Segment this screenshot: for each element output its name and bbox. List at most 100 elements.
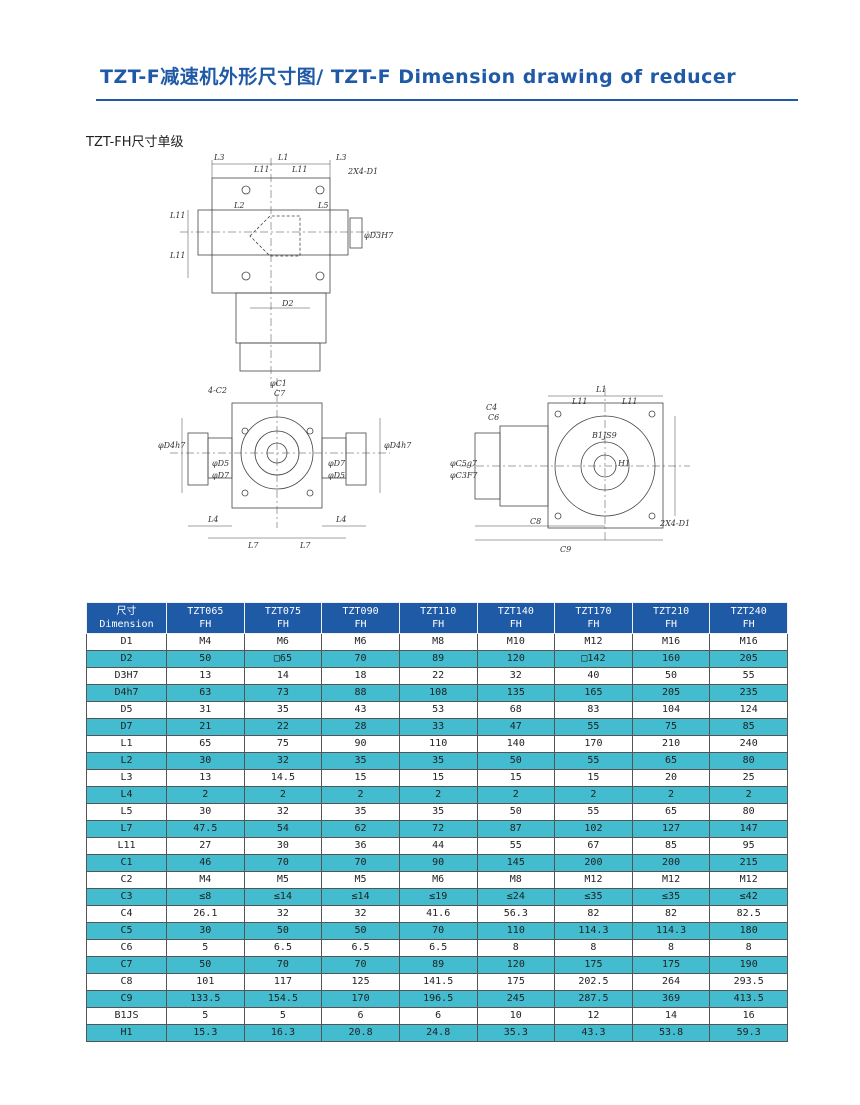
row-label-cell: L1 — [86, 735, 167, 753]
label-c6: C6 — [488, 413, 499, 422]
value-cell: 154.5 — [243, 990, 323, 1008]
page-title: TZT-F减速机外形尺寸图/ TZT-F Dimension drawing o… — [100, 66, 737, 88]
value-cell: 41.6 — [398, 905, 478, 923]
value-cell: M6 — [321, 633, 400, 651]
value-cell: 65 — [631, 752, 711, 770]
value-cell: 170 — [321, 990, 400, 1008]
value-cell: M6 — [398, 871, 478, 889]
value-cell: 70 — [321, 956, 400, 974]
value-cell: 85 — [631, 837, 711, 855]
value-cell: 50 — [166, 956, 245, 974]
value-cell: 160 — [631, 650, 711, 668]
value-cell: 55 — [554, 752, 633, 770]
value-cell: ≤8 — [166, 888, 245, 906]
value-cell: 55 — [476, 837, 556, 855]
row-label-cell: C7 — [86, 956, 167, 974]
row-label-cell: D1 — [86, 633, 167, 651]
value-cell: 62 — [321, 820, 400, 838]
value-cell: 26.1 — [166, 905, 245, 923]
value-cell: 102 — [554, 820, 633, 838]
value-cell: 210 — [631, 735, 711, 753]
value-cell: 35 — [398, 803, 478, 821]
value-cell: 35 — [321, 752, 400, 770]
value-cell: 13 — [166, 667, 245, 685]
value-cell: 65 — [166, 735, 245, 753]
value-cell: 110 — [398, 735, 478, 753]
value-cell: 20 — [631, 769, 711, 787]
row-label-cell: D5 — [86, 701, 167, 719]
value-cell: 50 — [321, 922, 400, 940]
value-cell: 89 — [398, 650, 478, 668]
row-label-cell: C2 — [86, 871, 167, 889]
value-cell: 196.5 — [398, 990, 478, 1008]
row-label-cell: D3H7 — [86, 667, 167, 685]
value-cell: ≤14 — [321, 888, 400, 906]
value-cell: M8 — [476, 871, 556, 889]
value-cell: 87 — [476, 820, 556, 838]
value-cell: 16 — [709, 1007, 788, 1025]
value-cell: 30 — [243, 837, 323, 855]
value-cell: 202.5 — [554, 973, 633, 991]
row-label-cell: L2 — [86, 752, 167, 770]
label-c2: 4-C2 — [207, 386, 227, 395]
value-cell: 117 — [243, 973, 323, 991]
label-c3: φC3F7 — [450, 471, 478, 480]
value-cell: 293.5 — [709, 973, 788, 991]
label-c1: φC1 — [270, 379, 287, 388]
label-d3: φD3H7 — [364, 231, 394, 240]
value-cell: 145 — [476, 854, 556, 872]
value-cell: 6.5 — [398, 939, 478, 957]
value-cell: □142 — [554, 650, 633, 668]
label-c8: C8 — [530, 517, 541, 526]
value-cell: 14.5 — [243, 769, 323, 787]
value-cell: 50 — [166, 650, 245, 668]
label-l4-right: L4 — [335, 515, 346, 524]
label-d7-left: φD7 — [212, 471, 230, 480]
row-label-cell: L11 — [86, 837, 167, 855]
label-d4-right: φD4h7 — [384, 441, 412, 450]
value-cell: M5 — [243, 871, 323, 889]
value-cell: 50 — [631, 667, 711, 685]
value-cell: 75 — [631, 718, 711, 736]
row-label-cell: H1 — [86, 1024, 167, 1042]
value-cell: 88 — [321, 684, 400, 702]
value-cell: M12 — [554, 871, 633, 889]
value-cell: ≤35 — [631, 888, 711, 906]
value-cell: 180 — [709, 922, 788, 940]
value-cell: 2 — [166, 786, 245, 804]
value-cell: 40 — [554, 667, 633, 685]
label-l3-right: L3 — [335, 153, 346, 162]
value-cell: 65 — [631, 803, 711, 821]
top-view-flange — [235, 292, 327, 344]
value-cell: 170 — [554, 735, 633, 753]
row-label-cell: C3 — [86, 888, 167, 906]
value-cell: 175 — [554, 956, 633, 974]
row-label-cell: C4 — [86, 905, 167, 923]
value-cell: ≤14 — [243, 888, 323, 906]
side-view-body — [547, 402, 664, 529]
value-cell: M12 — [554, 633, 633, 651]
label-b1: B1JS9 — [591, 431, 617, 440]
value-cell: 85 — [709, 718, 788, 736]
value-cell: 55 — [709, 667, 788, 685]
label-l11-side-view: L11 — [571, 397, 588, 406]
value-cell: 8 — [709, 939, 788, 957]
value-cell: 6.5 — [321, 939, 400, 957]
value-cell: 2 — [476, 786, 556, 804]
label-l11-side-view-right: L11 — [621, 397, 638, 406]
value-cell: 70 — [243, 854, 323, 872]
value-cell: 5 — [243, 1007, 323, 1025]
row-label-cell: C9 — [86, 990, 167, 1008]
value-cell: M10 — [476, 633, 556, 651]
dimension-drawings: L3 L1 L3 L11 L11 2X4-D1 L2 L5 L11 L11 φD… — [150, 148, 710, 558]
value-cell: 70 — [243, 956, 323, 974]
